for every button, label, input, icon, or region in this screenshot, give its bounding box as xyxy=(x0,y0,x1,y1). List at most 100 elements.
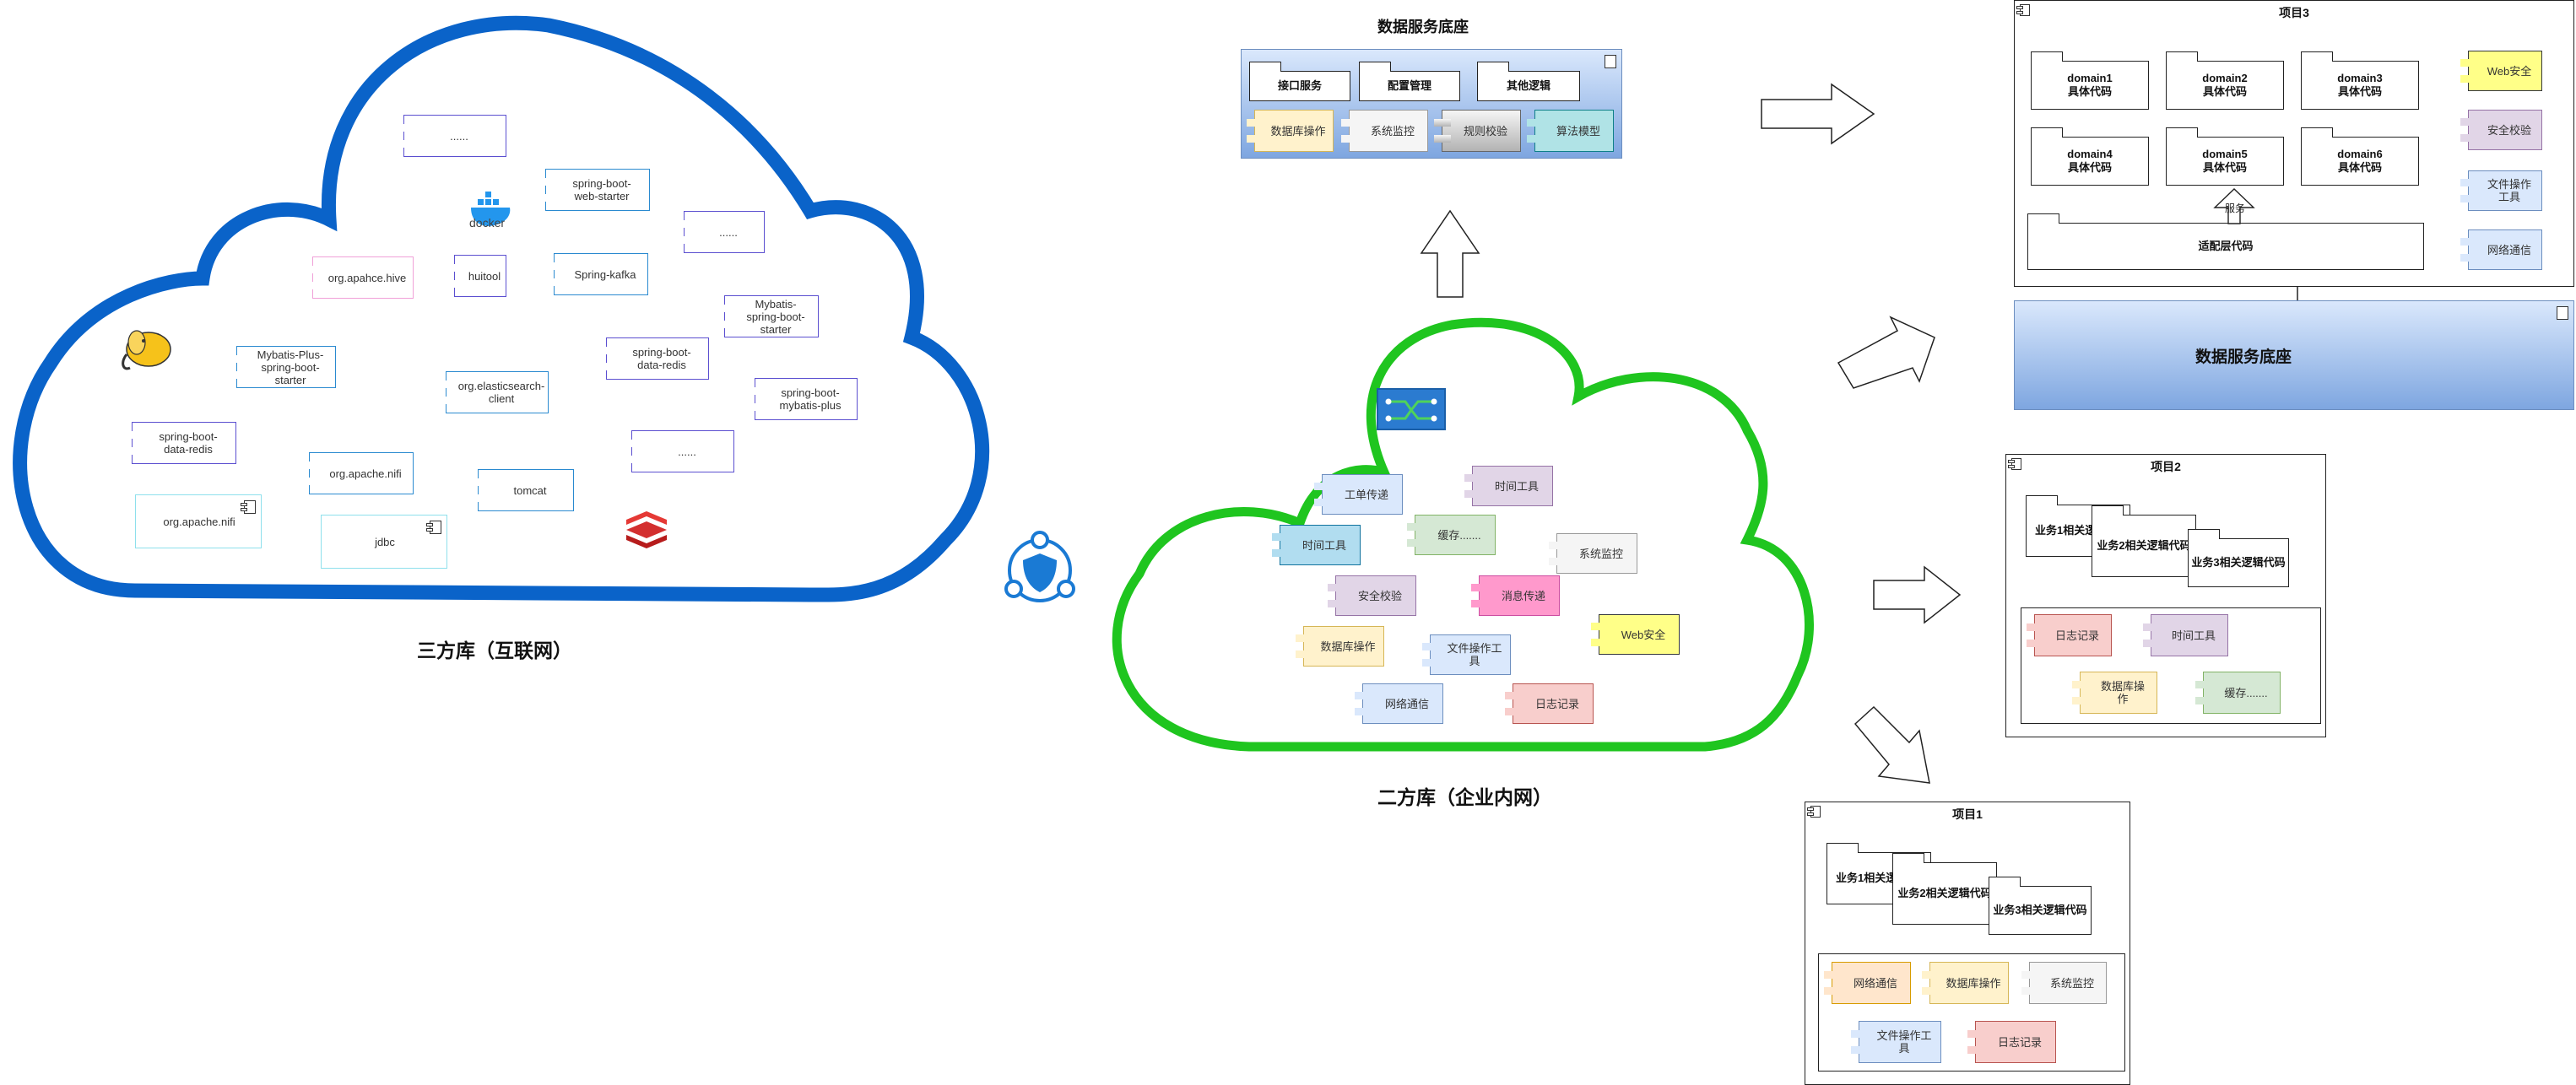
package-label: 业务3相关逻辑代码 xyxy=(1993,904,2087,916)
package-label: 接口服务 xyxy=(1277,79,1322,92)
component-elasticsearch-client: org.elasticsearch-client xyxy=(438,371,549,413)
package-domain2: domain2 具体代码 xyxy=(2165,51,2284,110)
component-ellipsis: ...... xyxy=(624,430,734,472)
package-domain1: domain1 具体代码 xyxy=(2030,51,2149,110)
project2-title: 项目2 xyxy=(2151,460,2181,473)
package-label: domain5 具体代码 xyxy=(2202,148,2248,174)
component-ticket-passing: 工单传递 xyxy=(1314,474,1403,515)
package-tab xyxy=(1476,62,1509,72)
component-ellipsis: ...... xyxy=(396,115,506,157)
package-label: 适配层代码 xyxy=(2198,240,2254,252)
package-other-logic: 其他逻辑 xyxy=(1476,62,1580,101)
package-tab xyxy=(1358,62,1391,72)
component-hive: org.apahce.hive xyxy=(305,256,414,299)
package-domain5: domain5 具体代码 xyxy=(2165,127,2284,186)
package-tab xyxy=(2025,495,2058,505)
service-label: 服务 xyxy=(2225,202,2246,214)
package-label: 配置管理 xyxy=(1387,79,1431,92)
data-service-title: 数据服务底座 xyxy=(1377,19,1469,35)
project2-components-box xyxy=(2021,607,2321,724)
docker-icon xyxy=(471,192,511,226)
component-logging: 日志记录 xyxy=(1505,683,1594,724)
package-config-management: 配置管理 xyxy=(1358,62,1460,101)
component-icon xyxy=(2557,306,2568,320)
package-tab xyxy=(2300,51,2333,62)
package-label: domain3 具体代码 xyxy=(2337,72,2383,98)
component-network-communication: 网络通信 xyxy=(1824,962,1911,1004)
package-tab xyxy=(1826,843,1859,853)
package-adapter-code: 适配层代码 xyxy=(2027,213,2424,270)
component-message-passing: 消息传递 xyxy=(1471,575,1560,616)
component-database-operations: 数据库操作 xyxy=(1296,626,1384,667)
project1-frame: 项目1 xyxy=(1805,802,2130,1085)
component-database-operations: 数据库操作 xyxy=(1247,110,1334,152)
component-system-monitor: 系统监控 xyxy=(1549,533,1637,574)
project3-title: 项目3 xyxy=(2279,6,2309,19)
component-time-tool: 时间工具 xyxy=(1272,525,1361,565)
package-label: 其他逻辑 xyxy=(1506,79,1550,92)
project1-components-box xyxy=(1818,953,2125,1072)
component-icon xyxy=(426,521,441,534)
package-interface-service: 接口服务 xyxy=(1248,62,1350,101)
component-time-tool: 时间工具 xyxy=(2143,614,2228,656)
component-apache-nifi: org.apache.nifi xyxy=(301,452,414,494)
component-tomcat: tomcat xyxy=(470,469,574,511)
component-security-check: 安全校验 xyxy=(2460,110,2542,150)
component-cache: 缓存....... xyxy=(1407,515,1496,555)
component-time-tool: 时间工具 xyxy=(1464,466,1553,506)
component-file-tool: 文件操作工具 xyxy=(1851,1021,1941,1063)
package-tab xyxy=(1988,877,2021,887)
arrow-up-right xyxy=(1837,316,1935,389)
package-label: 业务1相关逻辑 xyxy=(1836,872,1908,884)
component-icon xyxy=(1807,806,1821,818)
package-tab xyxy=(2187,529,2220,539)
package-tab xyxy=(2165,127,2198,138)
component-network-communication: 网络通信 xyxy=(1355,683,1443,724)
package-tab xyxy=(2027,213,2059,224)
project1-title: 项目1 xyxy=(1952,807,1983,821)
component-database-operations: 数据库操作 xyxy=(2072,672,2157,714)
package-tab xyxy=(2300,127,2333,138)
package-label: domain1 具体代码 xyxy=(2067,72,2113,98)
arrow-down-right xyxy=(1854,705,1930,784)
component-icon xyxy=(2016,4,2030,16)
component-spring-boot-data-redis: spring-boot-data-redis xyxy=(124,422,236,464)
hadoop-elephant-icon xyxy=(122,330,171,370)
component-icon xyxy=(2008,458,2021,470)
package-domain3: domain3 具体代码 xyxy=(2300,51,2419,110)
package-domain6: domain6 具体代码 xyxy=(2300,127,2419,186)
component-mybatis-spring-boot-starter: Mybatis-spring-boot-starter xyxy=(717,295,819,337)
second-party-caption: 二方库（企业内网） xyxy=(1377,786,1552,808)
data-service-base-label: 数据服务底座 xyxy=(2194,348,2292,366)
package-tab xyxy=(1891,853,1924,863)
package-business3: 业务3相关逻辑代码 xyxy=(2187,529,2289,587)
package-tab xyxy=(2030,51,2063,62)
component-logging: 日志记录 xyxy=(1967,1021,2056,1063)
component-algorithm-model: 算法模型 xyxy=(1527,110,1614,152)
package-business2: 业务2相关逻辑代码 xyxy=(1891,853,1997,925)
component-logging: 日志记录 xyxy=(2027,614,2112,656)
circuit-logo-icon xyxy=(1377,388,1446,430)
data-service-base: 数据服务底座 xyxy=(2014,300,2574,410)
arrow-right-top xyxy=(1761,83,1875,145)
component-spring-boot-mybatis-plus: spring-boot-mybatis-plus xyxy=(747,378,858,420)
package-label: domain2 具体代码 xyxy=(2202,72,2248,98)
third-party-caption: 三方库（互联网） xyxy=(417,640,572,661)
component-network-communication: 网络通信 xyxy=(2460,229,2542,270)
package-tab xyxy=(2030,127,2063,138)
component-spring-boot-web-starter: spring-boot-web-starter xyxy=(538,169,650,211)
package-tab xyxy=(2091,505,2124,516)
component-cache: 缓存....... xyxy=(2195,672,2281,714)
package-tab xyxy=(2165,51,2198,62)
package-business3: 业务3相关逻辑代码 xyxy=(1988,877,2092,935)
component-ellipsis: ...... xyxy=(676,211,765,253)
component-web-security: Web安全 xyxy=(1591,614,1680,655)
component-jdbc: jdbc xyxy=(321,515,447,569)
arrow-up xyxy=(1420,209,1480,298)
component-rule-check: 规则校验 xyxy=(1434,110,1521,152)
package-label: domain4 具体代码 xyxy=(2067,148,2113,174)
component-spring-kafka: Spring-kafka xyxy=(546,253,648,295)
docker-label: docker xyxy=(469,216,506,229)
package-tab xyxy=(1248,62,1281,72)
